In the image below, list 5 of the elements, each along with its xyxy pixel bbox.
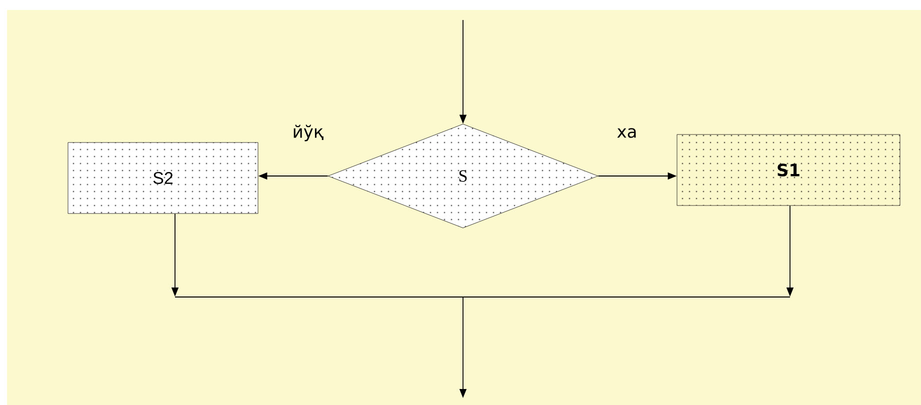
process-box: S2 <box>68 142 258 214</box>
process-box: S1 <box>676 134 900 206</box>
edge-label: йўқ <box>291 124 325 142</box>
edge-label: ха <box>616 127 638 139</box>
junction-line <box>174 296 790 298</box>
